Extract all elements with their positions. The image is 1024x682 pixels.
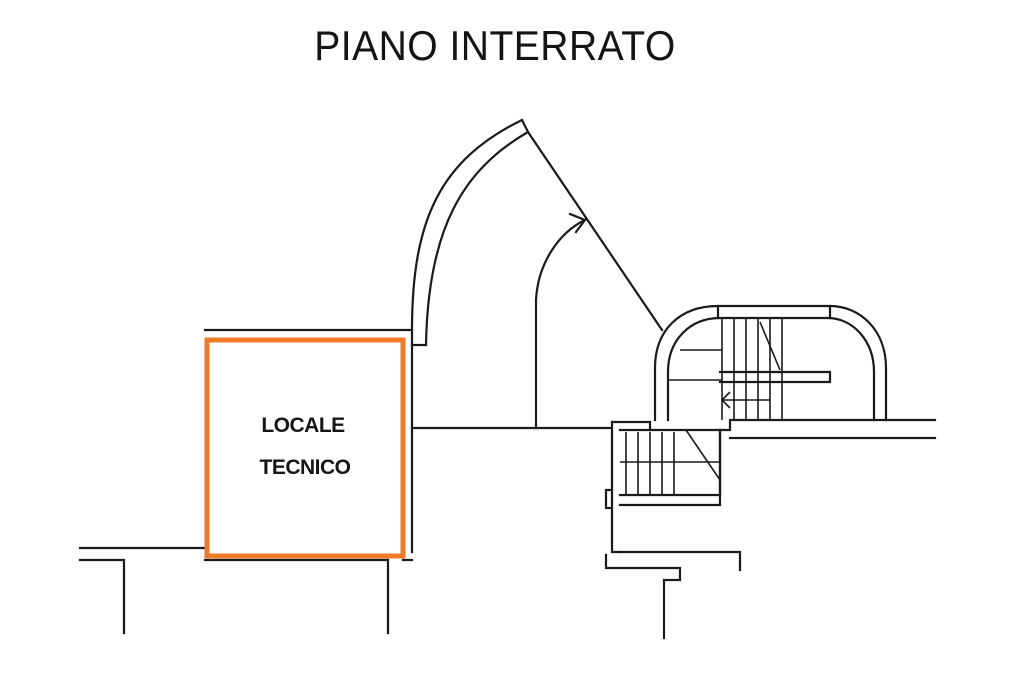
stair-direction-arrow xyxy=(720,391,731,409)
arch-outer xyxy=(410,118,524,332)
stair-treads-upper xyxy=(668,318,783,420)
room-label-line2: TECNICO xyxy=(260,456,351,479)
diagonal-wall xyxy=(526,130,664,332)
right-foundation xyxy=(604,553,682,640)
stair-well-inner xyxy=(666,316,876,422)
page-title: PIANO INTERRATO xyxy=(314,22,676,69)
stair-well-outer xyxy=(653,304,888,422)
door-swing xyxy=(534,218,587,430)
stair-jamb xyxy=(604,488,614,510)
right-foundation-top xyxy=(618,550,742,572)
stair-top-step xyxy=(610,420,652,432)
technical-room-highlight xyxy=(204,337,406,559)
left-wall-bottom xyxy=(78,558,126,635)
stair-treads-lower xyxy=(620,429,721,494)
door-arrow xyxy=(568,212,587,234)
room-outer-wall xyxy=(203,328,414,554)
arch-end xyxy=(520,118,530,134)
center-foundation xyxy=(203,558,390,635)
plan-walls xyxy=(78,118,937,640)
arch-inner xyxy=(424,130,530,347)
stair-landing-wall xyxy=(618,418,937,507)
room-label-line1: LOCALE xyxy=(261,414,345,437)
stair-left-wall xyxy=(610,420,622,554)
stair-landing-bar xyxy=(718,370,832,384)
